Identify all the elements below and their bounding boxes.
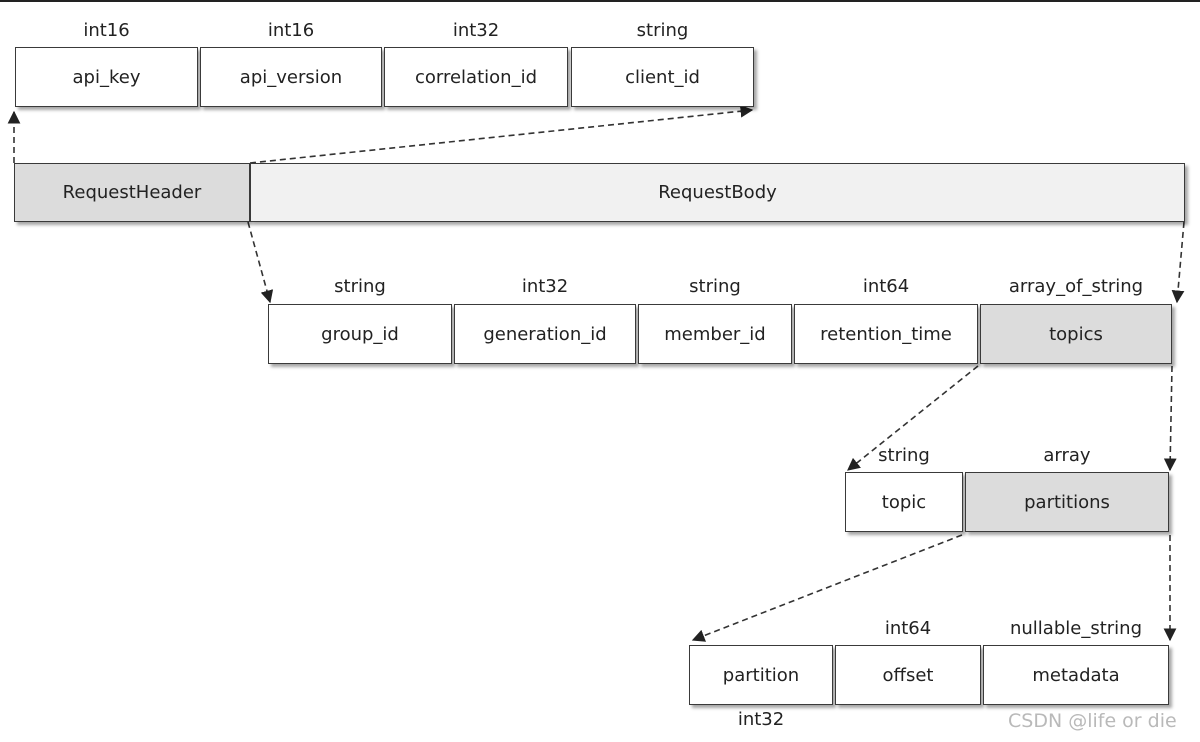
field-topic: topic — [845, 472, 963, 532]
field-correlation-id-label: correlation_id — [414, 66, 537, 88]
field-partition: partition — [689, 645, 833, 705]
request-body-box: RequestBody — [250, 163, 1185, 222]
type-label-partition: int32 — [737, 709, 785, 730]
field-partitions-label: partitions — [1024, 491, 1110, 513]
type-label-metadata: nullable_string — [1009, 618, 1143, 639]
field-offset: offset — [835, 645, 981, 705]
type-label-partitions: array — [1043, 445, 1091, 466]
field-partition-label: partition — [722, 664, 800, 686]
field-generation-id: generation_id — [454, 304, 636, 364]
field-generation-id-label: generation_id — [483, 323, 607, 345]
type-label-group-id: string — [334, 276, 386, 297]
arrow-topics-to-partitions — [1163, 365, 1177, 472]
field-api-key-label: api_key — [72, 66, 141, 88]
type-label-api-key: int16 — [83, 20, 130, 41]
field-api-version-label: api_version — [239, 66, 343, 88]
arrow-body-to-topics — [1171, 221, 1185, 304]
type-label-generation-id: int32 — [521, 276, 569, 297]
arrow-topics-to-topic — [847, 365, 979, 471]
watermark: CSDN @life or die — [1008, 710, 1177, 732]
field-api-version: api_version — [200, 47, 382, 107]
type-label-member-id: string — [689, 276, 741, 297]
request-header-label: RequestHeader — [62, 182, 202, 203]
field-topic-label: topic — [881, 491, 927, 513]
type-label-topics: array_of_string — [1008, 276, 1144, 297]
field-topics: topics — [980, 304, 1172, 364]
field-group-id: group_id — [268, 304, 452, 364]
arrow-partitions-to-partition — [691, 534, 963, 642]
type-label-client-id: string — [636, 20, 689, 41]
field-group-id-label: group_id — [321, 323, 399, 345]
field-metadata-label: metadata — [1032, 664, 1120, 686]
field-metadata: metadata — [983, 645, 1169, 705]
type-label-topic: string — [878, 445, 930, 466]
field-retention-time-label: retention_time — [820, 323, 952, 345]
arrow-header-to-client-id — [249, 104, 754, 164]
field-retention-time: retention_time — [794, 304, 978, 364]
type-label-correlation-id: int32 — [452, 20, 500, 41]
field-api-key: api_key — [15, 47, 198, 107]
field-offset-label: offset — [882, 664, 934, 686]
type-label-offset: int64 — [884, 618, 932, 639]
field-correlation-id: correlation_id — [384, 47, 568, 107]
request-body-label: RequestBody — [658, 182, 777, 203]
field-partitions: partitions — [965, 472, 1169, 532]
field-client-id: client_id — [571, 47, 754, 107]
field-client-id-label: client_id — [625, 66, 700, 88]
top-border-line — [0, 0, 1200, 2]
field-member-id: member_id — [638, 304, 792, 364]
field-member-id-label: member_id — [664, 323, 766, 345]
field-topics-label: topics — [1049, 323, 1103, 345]
arrow-body-to-group-id — [247, 221, 274, 304]
type-label-api-version: int16 — [267, 20, 315, 41]
request-header-box: RequestHeader — [14, 163, 250, 222]
type-label-retention-time: int64 — [862, 276, 910, 297]
